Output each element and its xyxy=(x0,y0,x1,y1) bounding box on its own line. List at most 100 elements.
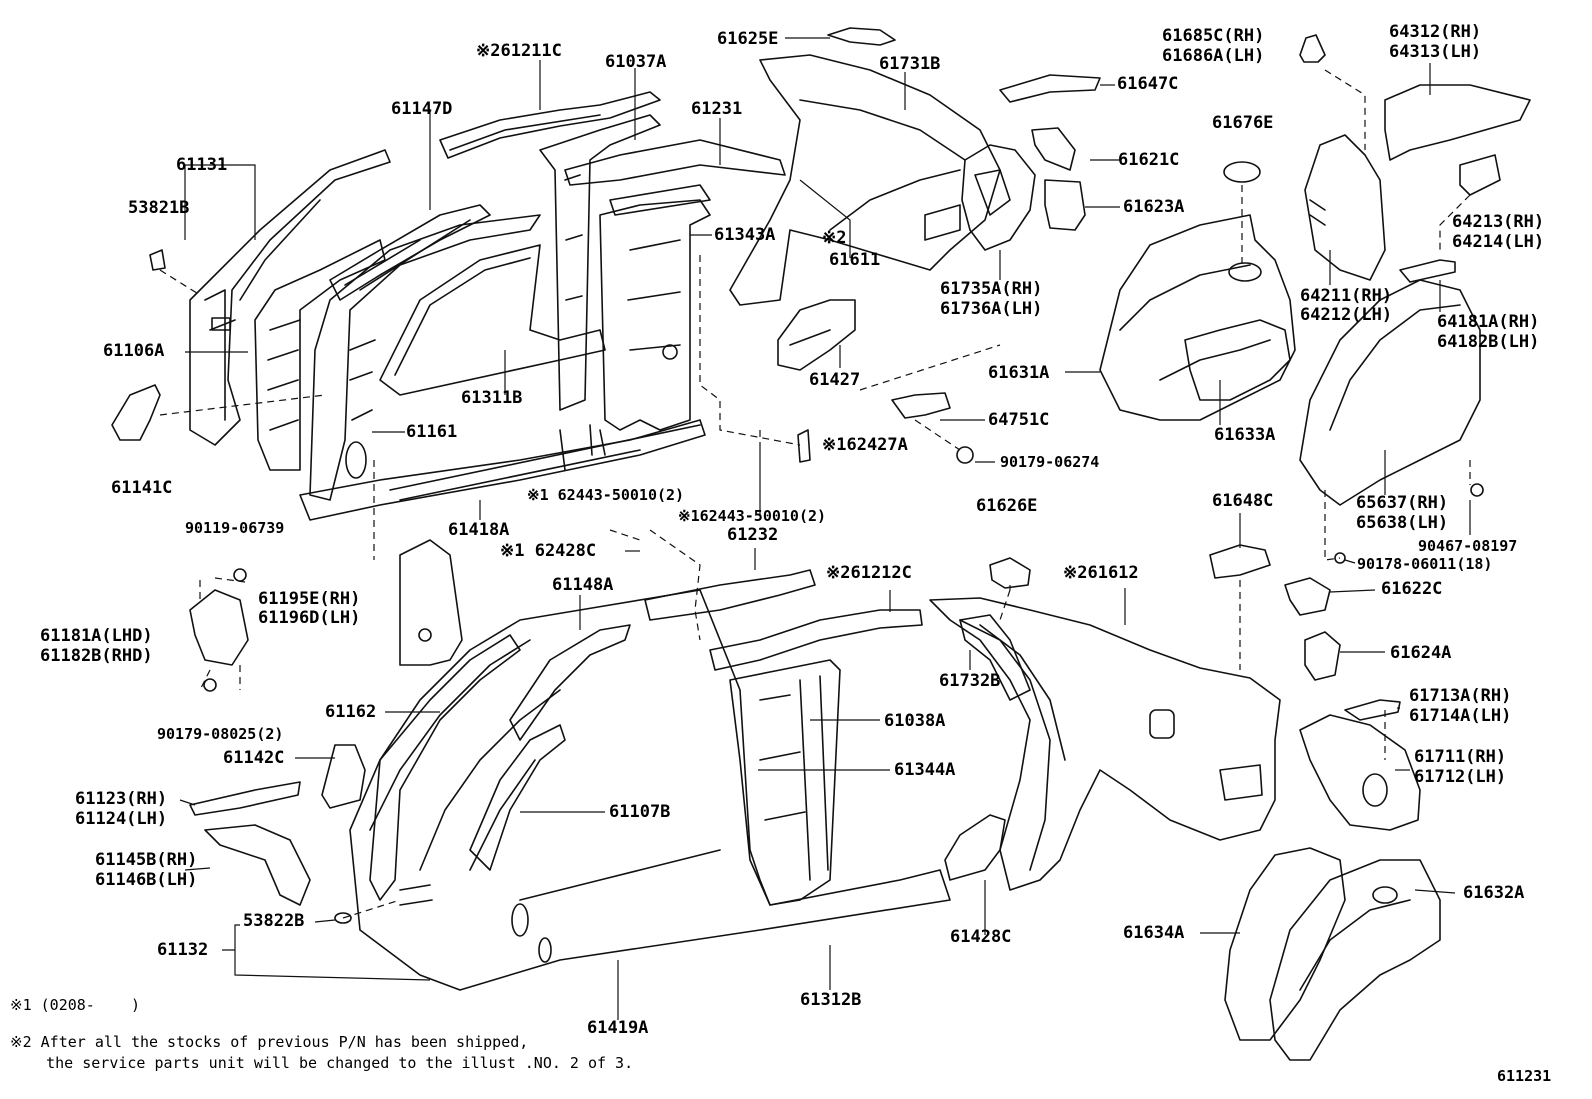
label-61037A: 61037A xyxy=(605,52,667,72)
center-pillar-inner-part xyxy=(539,114,661,411)
roof-rail-part xyxy=(439,91,661,159)
reinforcement-61145B-part xyxy=(204,824,311,906)
label-61311B: 61311B xyxy=(461,388,523,408)
label-61736A: 61736A(LH) xyxy=(940,299,1043,319)
footnote-2-line-2: the service parts unit will be changed t… xyxy=(10,1054,634,1072)
label-61686A: 61686A(LH) xyxy=(1162,46,1265,66)
label-61419A: 61419A xyxy=(587,1018,649,1038)
quarter-panel-outer-61612-part xyxy=(929,597,1281,891)
label-61626E: 61626E xyxy=(976,496,1038,516)
wheel-house-outer-61631A-part xyxy=(1099,214,1296,421)
label-64211: 64211(RH) xyxy=(1300,286,1393,306)
label-61182B: 61182B(RHD) xyxy=(40,646,153,666)
label-61123: 61123(RH) xyxy=(75,789,168,809)
label-90119-06739: 90119-06739 xyxy=(185,519,285,537)
label-61141C: 61141C xyxy=(111,478,173,498)
label-64212: 64212(LH) xyxy=(1300,305,1393,325)
bracket-64213-part xyxy=(1459,154,1501,196)
bracket-61621C-part xyxy=(1031,127,1076,171)
nut-90179-06274 xyxy=(956,446,974,464)
label-61162: 61162 xyxy=(325,702,377,722)
bracket-61648C-part xyxy=(1209,544,1271,579)
label-90178-06011: 90178-06011(18) xyxy=(1357,555,1493,573)
label-61232: 61232 xyxy=(727,525,779,545)
label-61231: 61231 xyxy=(691,99,743,119)
wheel-house-inner-61633A-part xyxy=(1184,319,1291,401)
pillar-reinforcement-61107B-part xyxy=(469,724,566,871)
label-61212C: ※261212C xyxy=(826,563,912,583)
label-61161: 61161 xyxy=(406,422,458,442)
label-61713A: 61713A(RH) xyxy=(1409,686,1512,706)
label-61148A: 61148A xyxy=(552,575,614,595)
panel-61711-part xyxy=(1299,714,1421,831)
rail-61148A-part xyxy=(509,624,631,741)
label-61142C: 61142C xyxy=(223,748,285,768)
wheel-house-inner-61634A-part xyxy=(1224,847,1346,1041)
label-61647C: 61647C xyxy=(1117,74,1179,94)
label-61038A: 61038A xyxy=(884,711,946,731)
roof-cross-member-part xyxy=(564,139,786,216)
bracket-61625E-part xyxy=(827,27,896,46)
roof-rail-61212C-part xyxy=(709,609,923,671)
clip-62427A-part xyxy=(797,429,811,463)
label-61428C: 61428C xyxy=(950,927,1012,947)
footnote-1: ※1 (0208- ) xyxy=(10,996,140,1014)
rear-floor-side-member-64211-part xyxy=(1304,134,1386,281)
label-61685C: 61685C(RH) xyxy=(1162,26,1265,46)
reinforcement-61123-part xyxy=(189,781,301,816)
label-64312: 64312(RH) xyxy=(1389,22,1482,42)
bracket-61685C-part xyxy=(1299,34,1326,63)
label-61714A: 61714A(LH) xyxy=(1409,706,1512,726)
label-61195E: 61195E(RH) xyxy=(258,589,361,609)
label-64313: 64313(LH) xyxy=(1389,42,1482,62)
label-61132: 61132 xyxy=(157,940,209,960)
label-90179-08025: 90179-08025(2) xyxy=(157,725,284,743)
label-61145B: 61145B(RH) xyxy=(95,850,198,870)
label-64213: 64213(RH) xyxy=(1452,212,1545,232)
label-61622C: 61622C xyxy=(1381,579,1443,599)
label-61711: 61711(RH) xyxy=(1414,747,1507,767)
door-opening-frame-part xyxy=(379,244,606,396)
clip-90467-08197 xyxy=(1470,483,1484,497)
label-61634A: 61634A xyxy=(1123,923,1185,943)
label-64214: 64214(LH) xyxy=(1452,232,1545,252)
label-61146B: 61146B(LH) xyxy=(95,870,198,890)
center-pillar-lower-part xyxy=(729,659,841,906)
label-61131: 61131 xyxy=(176,155,228,175)
bracket-64751C-part xyxy=(891,392,951,419)
label-61147D: 61147D xyxy=(391,99,453,119)
label-53821B: 53821B xyxy=(128,198,190,218)
label-61624A: 61624A xyxy=(1390,643,1452,663)
label-61211C: ※261211C xyxy=(476,41,562,61)
label-64751C: 64751C xyxy=(988,410,1050,430)
body-side-outer-lower-part xyxy=(349,589,951,991)
reinforcement-64181A-part xyxy=(1399,259,1456,283)
label-61731B: 61731B xyxy=(879,54,941,74)
bracket-61626E-part xyxy=(989,557,1031,589)
label-61732B: 61732B xyxy=(939,671,1001,691)
label-61612: ※261612 xyxy=(1063,563,1139,583)
label-65638: 65638(LH) xyxy=(1356,513,1449,533)
label-61625E: 61625E xyxy=(717,29,779,49)
quarter-panel-extension-part xyxy=(961,144,1036,251)
label-61735A: 61735A(RH) xyxy=(940,279,1043,299)
label-61107B: 61107B xyxy=(609,802,671,822)
reinforcement-61713A-part xyxy=(1344,699,1401,721)
grommet-61676E xyxy=(1223,161,1261,183)
label-61621C: 61621C xyxy=(1118,150,1180,170)
label-90179-06274: 90179-06274 xyxy=(1000,453,1100,471)
extension-61732B-part xyxy=(959,614,1031,701)
rear-floor-side-64312-part xyxy=(1384,84,1531,161)
clip-53821B-part xyxy=(149,249,166,271)
label-90467-08197: 90467-08197 xyxy=(1418,537,1518,555)
label-62443-a: ※1 62443-50010(2) xyxy=(527,486,685,504)
label-61623A: 61623A xyxy=(1123,197,1185,217)
label-61611: 61611 xyxy=(829,250,881,270)
label-61631A: 61631A xyxy=(988,363,1050,383)
label-61124: 61124(LH) xyxy=(75,809,168,829)
label-61712: 61712(LH) xyxy=(1414,767,1507,787)
reinforcement-61428C-part xyxy=(944,814,1006,881)
label-64182B: 64182B(LH) xyxy=(1437,332,1540,352)
wheel-house-outer-61632A-part xyxy=(1269,859,1441,1061)
illustration-reference-number: 611231 xyxy=(1497,1067,1552,1085)
